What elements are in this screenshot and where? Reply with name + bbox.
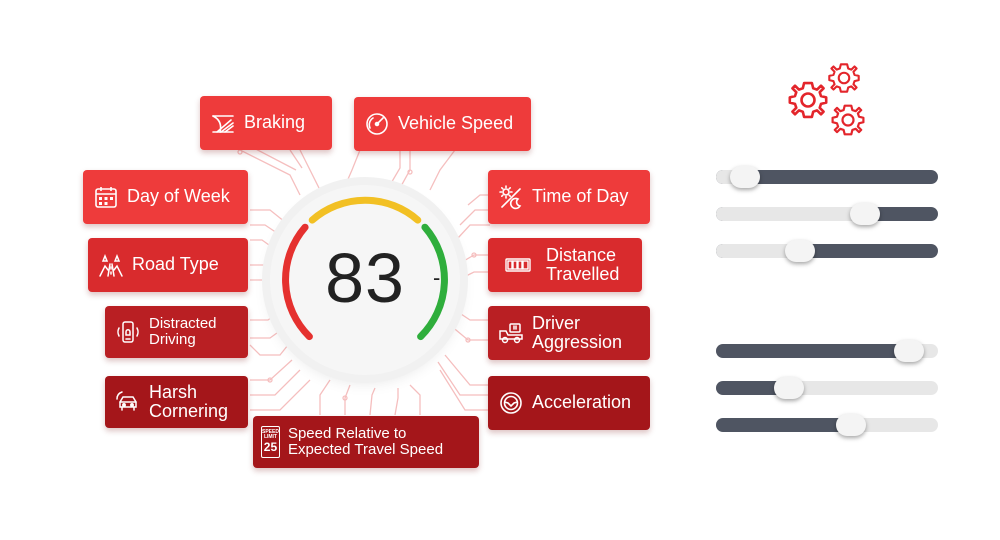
- score-gauge-arc: [282, 196, 448, 341]
- factor-braking: Braking: [200, 96, 332, 150]
- slider-knob[interactable]: [774, 377, 804, 399]
- factor-label: Speed Relative to Expected Travel Speed: [287, 424, 444, 458]
- score-value: 83: [325, 239, 405, 317]
- factor-label: Day of Week: [127, 186, 230, 207]
- slider-fill: [716, 418, 851, 432]
- slider-fill: [716, 381, 789, 395]
- slider-knob[interactable]: [850, 203, 880, 225]
- slider-knob[interactable]: [836, 414, 866, 436]
- gauge-arc-green: [417, 223, 448, 341]
- factor-label: Braking: [244, 112, 306, 133]
- factor-distracted-driving: Distracted Driving: [105, 306, 248, 358]
- score-dial: 83 -: [270, 185, 460, 375]
- phone-alert-icon: [117, 321, 139, 343]
- braking-icon: [212, 115, 234, 133]
- factor-label: Harsh Cornering: [149, 381, 229, 421]
- factor-label: Acceleration: [532, 392, 632, 413]
- road-icon: [99, 253, 123, 277]
- slider-b-2[interactable]: [716, 414, 938, 436]
- factor-label: Road Type: [132, 254, 219, 275]
- slider-a-2[interactable]: [716, 240, 938, 262]
- slider-knob[interactable]: [894, 340, 924, 362]
- factor-label: Distracted Driving: [149, 314, 217, 348]
- speed-limit-sign-icon: SPEED LIMIT 25: [261, 426, 280, 458]
- factor-time-of-day: Time of Day: [488, 170, 650, 224]
- factor-driver-aggression: Driver Aggression: [488, 306, 650, 360]
- car-turn-icon: [116, 391, 137, 411]
- factor-label: Driver Aggression: [532, 312, 623, 352]
- factor-day-of-week: Day of Week: [83, 170, 248, 224]
- slider-fill: [716, 207, 865, 221]
- slider-b-1[interactable]: [716, 377, 938, 399]
- score-minus: -: [433, 265, 441, 290]
- factor-label: Vehicle Speed: [398, 113, 514, 134]
- slider-knob[interactable]: [785, 240, 815, 262]
- speed-limit-sign-number: 25: [263, 439, 278, 454]
- factor-acceleration: Acceleration: [488, 376, 650, 430]
- factor-vehicle-speed: Vehicle Speed: [354, 97, 531, 151]
- gears-icon: [788, 63, 865, 136]
- truck-icon: [499, 323, 523, 344]
- factor-label: Time of Day: [532, 186, 629, 207]
- speed-limit-sign-middle: LIMIT: [263, 434, 277, 441]
- odometer-icon: [505, 258, 531, 272]
- factor-label: Distance Travelled: [546, 244, 620, 284]
- speed-limit-sign-top: SPEED: [262, 428, 279, 435]
- slider-knob[interactable]: [730, 166, 760, 188]
- factor-harsh-cornering: Harsh Cornering: [105, 376, 248, 428]
- speedometer-icon: [366, 113, 388, 135]
- factor-speed-relative: SPEED LIMIT 25 Speed Relative to Expecte…: [253, 416, 479, 468]
- gauge-arc-red: [282, 223, 313, 341]
- slider-b-0[interactable]: [716, 340, 938, 362]
- steering-wheel-icon: [500, 392, 522, 414]
- factor-road-type: Road Type: [88, 238, 248, 292]
- slider-a-1[interactable]: [716, 203, 938, 225]
- calendar-icon: [95, 187, 117, 208]
- slider-fill: [716, 244, 800, 258]
- sun-moon-icon: [499, 185, 522, 210]
- gauge-arc-yellow: [308, 196, 422, 224]
- factor-distance-travelled: Distance Travelled: [488, 238, 642, 292]
- slider-a-0[interactable]: [716, 166, 938, 188]
- slider-fill: [716, 344, 909, 358]
